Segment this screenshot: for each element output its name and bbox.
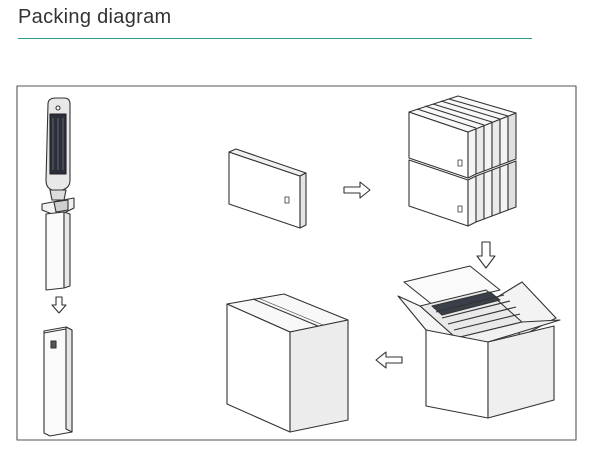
arrow-right-icon <box>343 181 371 199</box>
diagram-frame <box>16 85 577 441</box>
arrow-left-icon <box>375 351 403 369</box>
lamp-bag-icon <box>43 326 73 437</box>
page-title: Packing diagram <box>18 6 172 28</box>
street-lamp-icon <box>41 97 75 291</box>
stacked-boxes-icon <box>408 95 517 227</box>
sealed-carton-icon <box>226 293 349 433</box>
title-divider <box>18 38 532 39</box>
arrow-down-icon <box>51 296 67 314</box>
open-carton-icon <box>397 265 561 419</box>
single-box-icon <box>228 148 307 229</box>
arrow-down-icon <box>476 241 496 269</box>
